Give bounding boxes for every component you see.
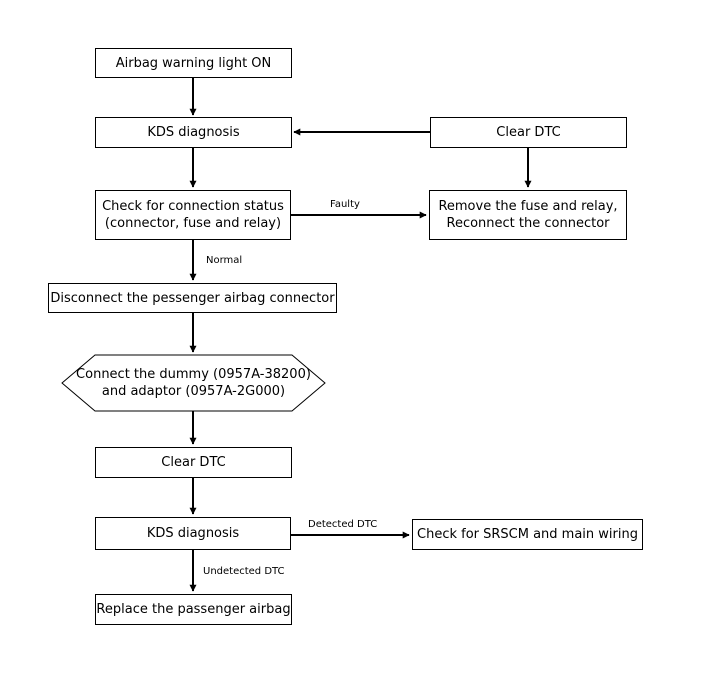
edge-label-normal: Normal xyxy=(206,255,243,266)
node-disconnect-passenger-connector: Disconnect the pessenger airbag connecto… xyxy=(48,283,337,313)
node-connect-dummy-adaptor: Connect the dummy (0957A-38200) and adap… xyxy=(76,367,311,399)
node-airbag-warning-light: Airbag warning light ON xyxy=(95,48,292,78)
edge-label-undetected-dtc: Undetected DTC xyxy=(203,566,285,577)
node-clear-dtc: Clear DTC xyxy=(95,447,292,478)
edge-label-faulty: Faulty xyxy=(330,199,360,210)
node-check-srscm-main-wiring: Check for SRSCM and main wiring xyxy=(412,519,643,550)
node-kds-diagnosis: KDS diagnosis xyxy=(95,117,292,148)
connect-dummy-hexagon-shape xyxy=(61,354,326,412)
edge-label-detected-dtc: Detected DTC xyxy=(308,519,378,530)
node-check-connection-status: Check for connection status (connector, … xyxy=(95,190,291,240)
node-kds-diagnosis-2: KDS diagnosis xyxy=(95,517,291,550)
node-replace-passenger-airbag: Replace the passenger airbag xyxy=(95,594,292,625)
node-clear-dtc-right: Clear DTC xyxy=(430,117,627,148)
node-remove-fuse-relay: Remove the fuse and relay, Reconnect the… xyxy=(429,190,627,240)
